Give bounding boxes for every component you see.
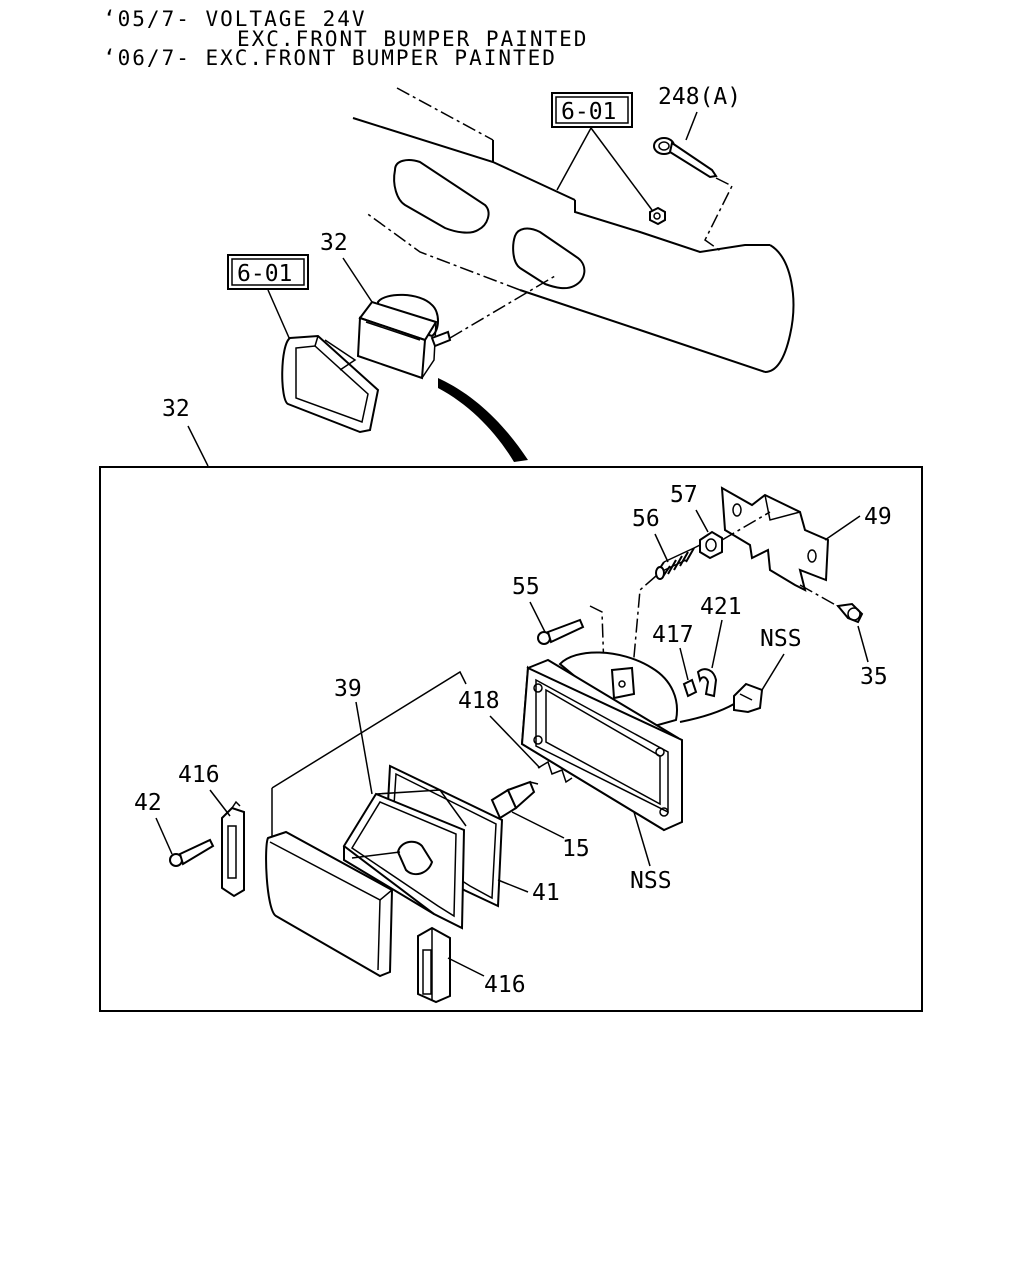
part-248a: 248(A) (653, 84, 741, 253)
detail-arrow (438, 378, 528, 462)
part-421-417-connector: 421 417 NSS (652, 594, 802, 723)
label-39: 39 (334, 676, 362, 702)
part-56-spring: 56 (632, 506, 701, 669)
detail-box-label: 32 (162, 396, 209, 467)
part-55-screw: 55 (512, 574, 605, 671)
label-35: 35 (860, 664, 888, 690)
label-416-left: 416 (178, 762, 220, 788)
part-57-nut: 57 (670, 482, 771, 560)
part-42-screw: 42 (134, 790, 215, 867)
ref-box-top: 6-01 (551, 92, 653, 211)
label-248a: 248(A) (658, 84, 741, 110)
part-35-screw: 35 (836, 602, 888, 690)
fog-lamp-bezel (281, 334, 380, 434)
header-line-2: EXC.FRONT BUMPER PAINTED (237, 27, 589, 51)
label-42: 42 (134, 790, 162, 816)
part-416-bottom: 416 (417, 926, 526, 1004)
label-55: 55 (512, 574, 540, 600)
label-56: 56 (632, 506, 660, 532)
label-41: 41 (532, 880, 560, 906)
label-15: 15 (562, 836, 590, 862)
fog-lamp-lens (265, 830, 394, 978)
part-418-clip: 418 (458, 688, 573, 784)
header-line-3: ‘06/7- EXC.FRONT BUMPER PAINTED (103, 46, 557, 70)
ref-label-left: 6-01 (237, 261, 292, 287)
fog-lamp-housing: NSS (520, 651, 684, 894)
part-15-bulb: 15 (490, 780, 590, 862)
part-49-bracket: 49 (720, 486, 892, 613)
label-nss-connector: NSS (760, 626, 802, 652)
label-nss-housing: NSS (630, 868, 672, 894)
label-418: 418 (458, 688, 500, 714)
front-bumper (352, 87, 795, 373)
label-32-top: 32 (320, 230, 348, 256)
ref-box-left: 6-01 (227, 254, 309, 341)
bumper-nut (649, 206, 666, 226)
fog-lamp-assembly-top: 32 (320, 230, 556, 380)
ref-label-top: 6-01 (561, 99, 616, 125)
label-417: 417 (652, 622, 694, 648)
label-57: 57 (670, 482, 698, 508)
part-416-left: 416 (178, 762, 245, 898)
label-416-bottom: 416 (484, 972, 526, 998)
detail-box (99, 466, 923, 1012)
label-421: 421 (700, 594, 742, 620)
label-32-detail: 32 (162, 396, 190, 422)
part-39-reflector: 39 (271, 670, 467, 930)
header-line-1: ‘05/7- VOLTAGE 24V (103, 7, 367, 31)
label-49: 49 (864, 504, 892, 530)
